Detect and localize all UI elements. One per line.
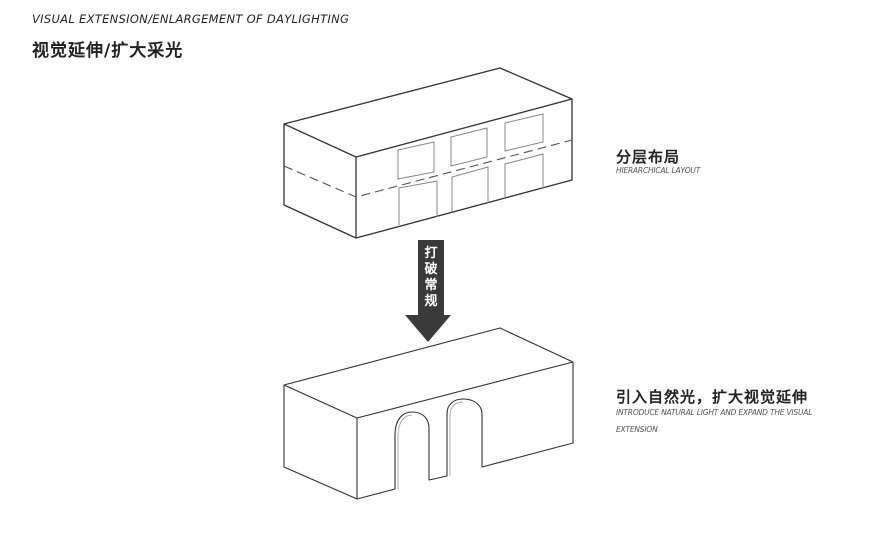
- box-outline: [283, 67, 573, 239]
- arch-inner-lines: [397, 401, 464, 489]
- arrow-label: 打 破 常 规: [418, 246, 444, 310]
- arched-box: [283, 327, 574, 500]
- step1-label-cn: 分层布局: [616, 148, 681, 166]
- step2-label-en-line2: EXTENSION: [616, 425, 658, 434]
- step2-label-cn: 引入自然光，扩大视觉延伸: [616, 388, 809, 406]
- windows: [397, 113, 544, 225]
- floor-divider-dashed: [283, 139, 573, 198]
- layered-box: [283, 67, 573, 239]
- arrow-char: 破: [424, 262, 438, 277]
- box-top: [283, 327, 574, 419]
- title-cn: 视觉延伸/扩大采光: [32, 41, 184, 61]
- title-en: VISUAL EXTENSION/ENLARGEMENT OF DAYLIGHT…: [32, 12, 350, 26]
- arrow-char: 规: [424, 294, 438, 309]
- box-edges: [283, 98, 573, 238]
- down-arrow: [405, 240, 451, 342]
- arrow-char: 常: [424, 278, 438, 293]
- step1-label-en: HIERARCHICAL LAYOUT: [616, 166, 701, 175]
- step2-label-en-line1: INTRODUCE NATURAL LIGHT AND EXPAND THE V…: [616, 408, 813, 417]
- box-left-face: [283, 385, 358, 500]
- box-front-with-arches: [356, 362, 574, 500]
- arrow-char: 打: [424, 246, 438, 261]
